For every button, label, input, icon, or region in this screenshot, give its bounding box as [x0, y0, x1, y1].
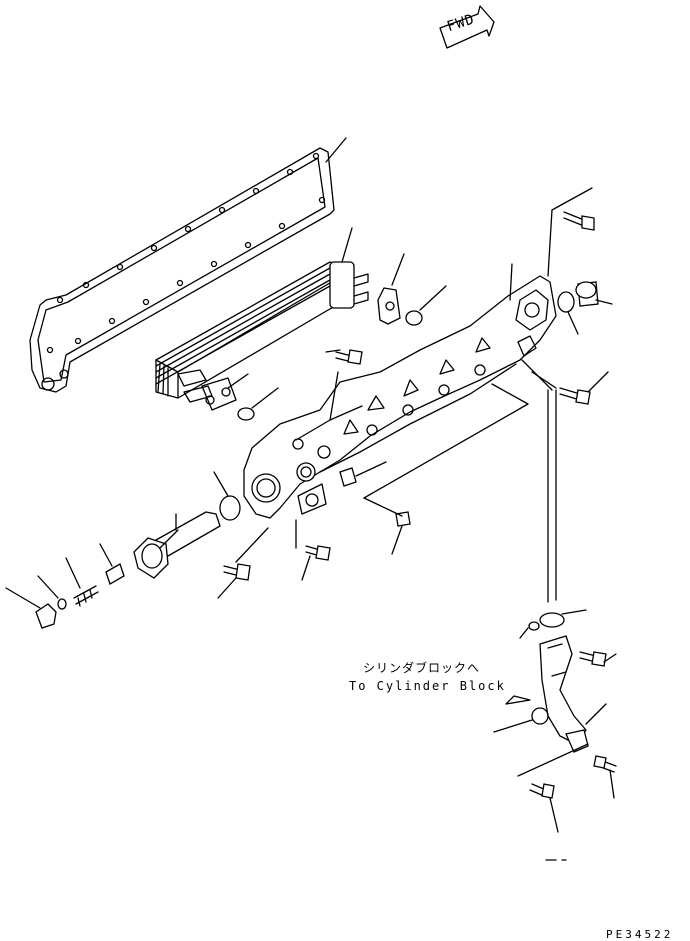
oil-pipe: [493, 389, 617, 861]
plug-and-oring: [557, 281, 613, 335]
destination-label-en: To Cylinder Block: [349, 679, 506, 693]
oil-cooler-element: [155, 227, 369, 403]
leader-lines: [363, 359, 553, 517]
nut-center: [391, 511, 411, 555]
destination-label-jp: シリンダブロックへ: [363, 661, 481, 675]
bolt-lower-left: [217, 527, 269, 599]
element-port-gasket: [201, 373, 279, 421]
upper-port-gasket: [377, 253, 447, 326]
bolt-lower-center: [295, 519, 331, 581]
valve-assembly: [5, 471, 241, 629]
bolt-upper-right: [547, 187, 595, 277]
fwd-arrow-icon: [439, 5, 495, 49]
plug-center: [339, 461, 387, 487]
cooler-gasket: [29, 137, 347, 393]
oil-cooler-cover: [243, 263, 557, 519]
bolt-right-middle: [531, 371, 609, 405]
bolt-top-center: [325, 349, 363, 365]
drawing-code: PE34522: [606, 928, 674, 941]
